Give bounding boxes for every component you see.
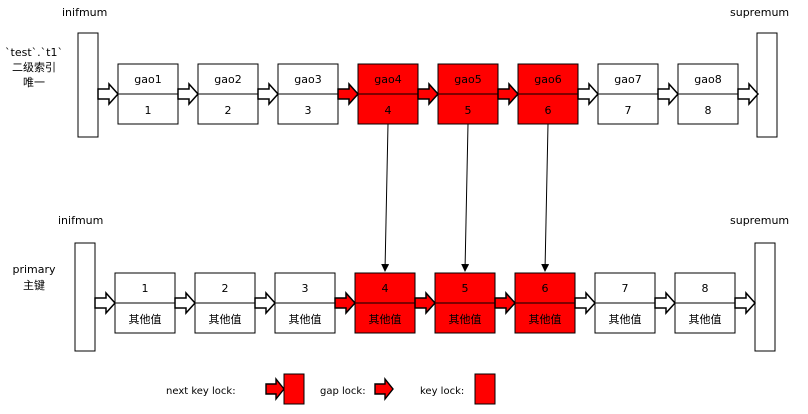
secondary-infimum-label: inifmum <box>62 6 107 19</box>
secondary-link-arrow <box>337 82 360 106</box>
primary-link-arrow <box>334 291 357 315</box>
secondary-link-arrow <box>257 82 280 106</box>
secondary-index-label-line3: 唯一 <box>23 76 45 89</box>
secondary-link-arrow <box>657 82 680 106</box>
primary-record: 5 其他值 <box>434 272 496 334</box>
secondary-index-label-line2: 二级索引 <box>12 60 56 74</box>
secondary-link-arrow <box>97 82 120 106</box>
secondary-record-key: gao2 <box>214 73 241 86</box>
primary-link-arrow <box>574 291 597 315</box>
primary-record-id: 8 <box>702 282 709 295</box>
primary-record: 2 其他值 <box>194 272 256 334</box>
secondary-record: gao3 3 <box>277 63 339 125</box>
secondary-link-arrow <box>577 82 600 106</box>
primary-link-arrow <box>254 291 277 315</box>
secondary-record-id: 3 <box>305 104 312 117</box>
secondary-record-key: gao1 <box>134 73 161 86</box>
secondary-record-id: 4 <box>385 104 392 117</box>
primary-link-arrow <box>414 291 437 315</box>
primary-record-other: 其他值 <box>449 313 482 326</box>
secondary-record-key: gao6 <box>534 73 561 86</box>
primary-link-arrow <box>494 291 517 315</box>
secondary-index-label-line1: `test`.`t1` <box>5 46 63 59</box>
legend-key-lock-label: key lock: <box>420 386 464 397</box>
primary-supremum-label: supremum <box>730 214 789 227</box>
secondary-link-arrow <box>177 82 200 106</box>
primary-record: 4 其他值 <box>354 272 416 334</box>
primary-record-other: 其他值 <box>609 313 642 326</box>
secondary-record-key: gao4 <box>374 73 401 86</box>
primary-record-other: 其他值 <box>529 313 562 326</box>
secondary-supremum-bar <box>756 32 778 138</box>
primary-infimum-bar <box>74 242 96 352</box>
secondary-record-id: 8 <box>705 104 712 117</box>
index-connector-arrows <box>381 123 550 272</box>
primary-link-arrow <box>94 291 117 315</box>
primary-record-id: 3 <box>302 282 309 295</box>
primary-supremum-bar <box>754 242 776 352</box>
secondary-record: gao5 5 <box>437 63 499 125</box>
secondary-record: gao1 1 <box>117 63 179 125</box>
secondary-record-key: gao5 <box>454 73 481 86</box>
primary-record-id: 6 <box>542 282 549 295</box>
primary-record-id: 2 <box>222 282 229 295</box>
primary-record-id: 7 <box>622 282 629 295</box>
legend-next-key-lock-icon <box>265 373 305 405</box>
secondary-record-key: gao7 <box>614 73 641 86</box>
secondary-record-id: 1 <box>145 104 152 117</box>
secondary-record-id: 5 <box>465 104 472 117</box>
primary-infimum-label: inifmum <box>58 214 103 227</box>
secondary-link-arrow <box>737 82 760 106</box>
primary-link-arrow <box>654 291 677 315</box>
primary-link-arrow <box>174 291 197 315</box>
secondary-record: gao2 2 <box>197 63 259 125</box>
primary-link-arrow <box>734 291 757 315</box>
primary-index-label-line1: primary <box>12 263 56 276</box>
primary-record-id: 4 <box>382 282 389 295</box>
secondary-record-id: 2 <box>225 104 232 117</box>
primary-record: 3 其他值 <box>274 272 336 334</box>
primary-record-list: 1 其他值 2 其他值 3 其他值 4 其他值 5 其他值 6 其他值 7 其他值 8 其他值 <box>94 272 757 334</box>
secondary-record-key: gao3 <box>294 73 321 86</box>
primary-record-other: 其他值 <box>689 313 722 326</box>
secondary-link-arrow <box>497 82 520 106</box>
legend-gap-lock-icon <box>374 377 394 401</box>
secondary-record: gao8 8 <box>677 63 739 125</box>
secondary-record-id: 6 <box>545 104 552 117</box>
secondary-record-key: gao8 <box>694 73 721 86</box>
secondary-record: gao7 7 <box>597 63 659 125</box>
secondary-record: gao6 6 <box>517 63 579 125</box>
secondary-supremum-label: supremum <box>730 6 789 19</box>
index-to-primary-arrow <box>541 123 550 272</box>
index-to-primary-arrow <box>461 123 470 272</box>
primary-record: 6 其他值 <box>514 272 576 334</box>
secondary-record-list: gao1 1 gao2 2 gao3 3 gao4 4 gao5 5 gao6 6 gao7 7 gao8 8 <box>97 63 760 125</box>
secondary-record-id: 7 <box>625 104 632 117</box>
legend-gap-lock-label: gap lock: <box>320 386 366 397</box>
primary-record-id: 1 <box>142 282 149 295</box>
primary-record-other: 其他值 <box>209 313 242 326</box>
index-to-primary-arrow <box>381 123 390 272</box>
secondary-infimum-bar <box>77 32 99 138</box>
primary-record: 8 其他值 <box>674 272 736 334</box>
primary-record-other: 其他值 <box>129 313 162 326</box>
primary-record-id: 5 <box>462 282 469 295</box>
primary-record: 1 其他值 <box>114 272 176 334</box>
secondary-record: gao4 4 <box>357 63 419 125</box>
primary-index-label-line2: 主键 <box>23 278 45 292</box>
secondary-link-arrow <box>417 82 440 106</box>
legend-next-key-lock-label: next key lock: <box>166 386 236 397</box>
primary-record-other: 其他值 <box>289 313 322 326</box>
primary-record: 7 其他值 <box>594 272 656 334</box>
primary-record-other: 其他值 <box>369 313 402 326</box>
legend-key-lock-icon <box>474 373 496 405</box>
